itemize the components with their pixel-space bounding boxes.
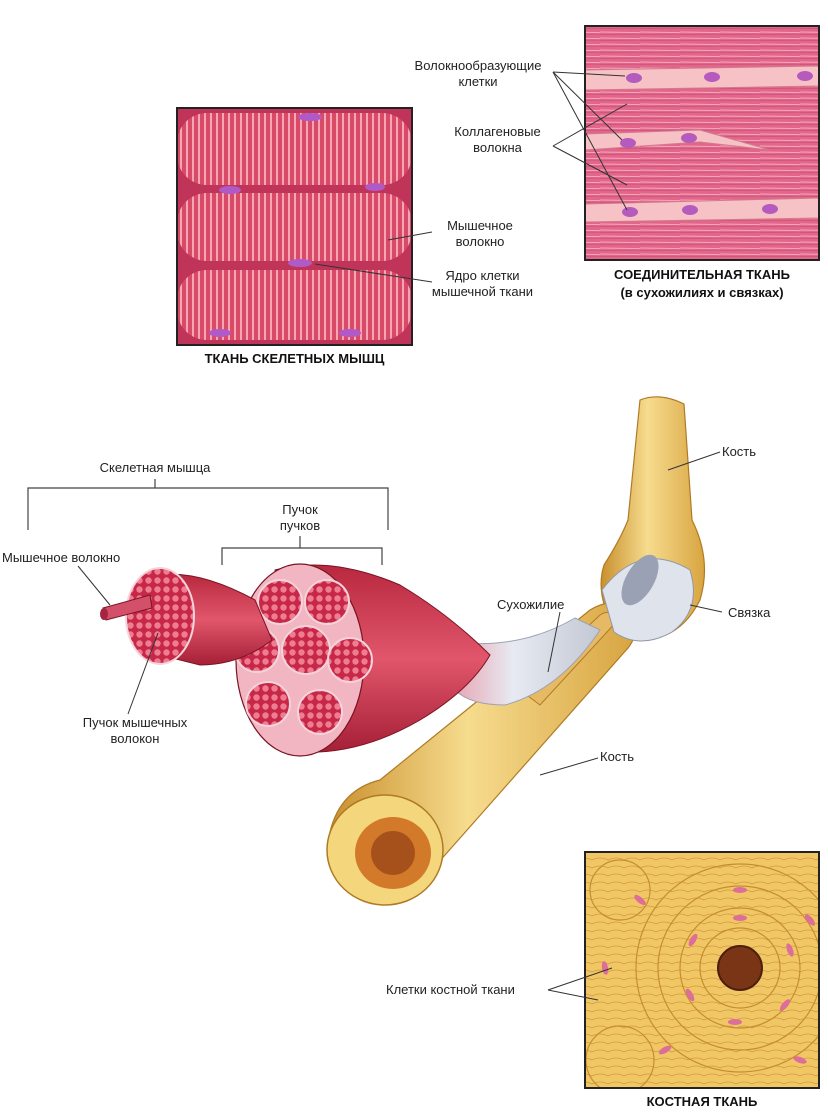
connective-tissue-caption-line1: СОЕДИНИТЕЛЬНАЯ ТКАНЬ	[614, 267, 790, 282]
muscle-fiber-strip-2	[177, 193, 412, 261]
connective-tissue-caption-line2: (в сухожилиях и связках)	[620, 285, 784, 300]
label-ligament: Связка	[728, 605, 771, 620]
label-collagen-fibers: Коллагеновые волокна	[454, 124, 541, 155]
bracket-fascicle-bundle	[221, 547, 383, 565]
label-bone-cells: Клетки костной ткани	[386, 982, 515, 997]
haversian-canal	[717, 945, 763, 991]
bone-tissue-panel	[585, 852, 819, 1088]
label-fascicle-bundle: Пучок пучков	[279, 502, 321, 533]
label-bone-lower: Кость	[600, 749, 635, 764]
skeletal-muscle-tissue-caption: ТКАНЬ СКЕЛЕТНЫХ МЫШЦ	[204, 351, 385, 366]
label-bone-upper: Кость	[722, 444, 757, 459]
fascicle-cross-section	[125, 567, 195, 665]
bracket-skeletal-muscle	[27, 487, 389, 530]
label-fibroblasts: Волокнообразующие клетки	[414, 58, 542, 89]
skeletal-muscle-tissue-panel	[177, 108, 412, 345]
bone-tissue-caption: КОСТНАЯ ТКАНЬ	[646, 1094, 758, 1109]
label-skeletal-muscle: Скелетная мышца	[99, 460, 211, 475]
muscle-fiber-strip-3	[177, 270, 412, 340]
tendon	[454, 617, 601, 706]
label-muscle-cell-nucleus: Ядро клетки мышечной ткани	[431, 268, 534, 299]
muscle-fiber-strip-1	[177, 113, 412, 185]
label-tendon: Сухожилие	[497, 597, 565, 612]
label-muscle-fiber: Мышечное волокно	[2, 550, 121, 565]
connective-tissue-panel	[585, 26, 819, 260]
label-fiber-bundle: Пучок мышечных волокон	[82, 715, 188, 746]
label-muscle-fiber-tissue: Мышечное волокно	[447, 218, 513, 249]
